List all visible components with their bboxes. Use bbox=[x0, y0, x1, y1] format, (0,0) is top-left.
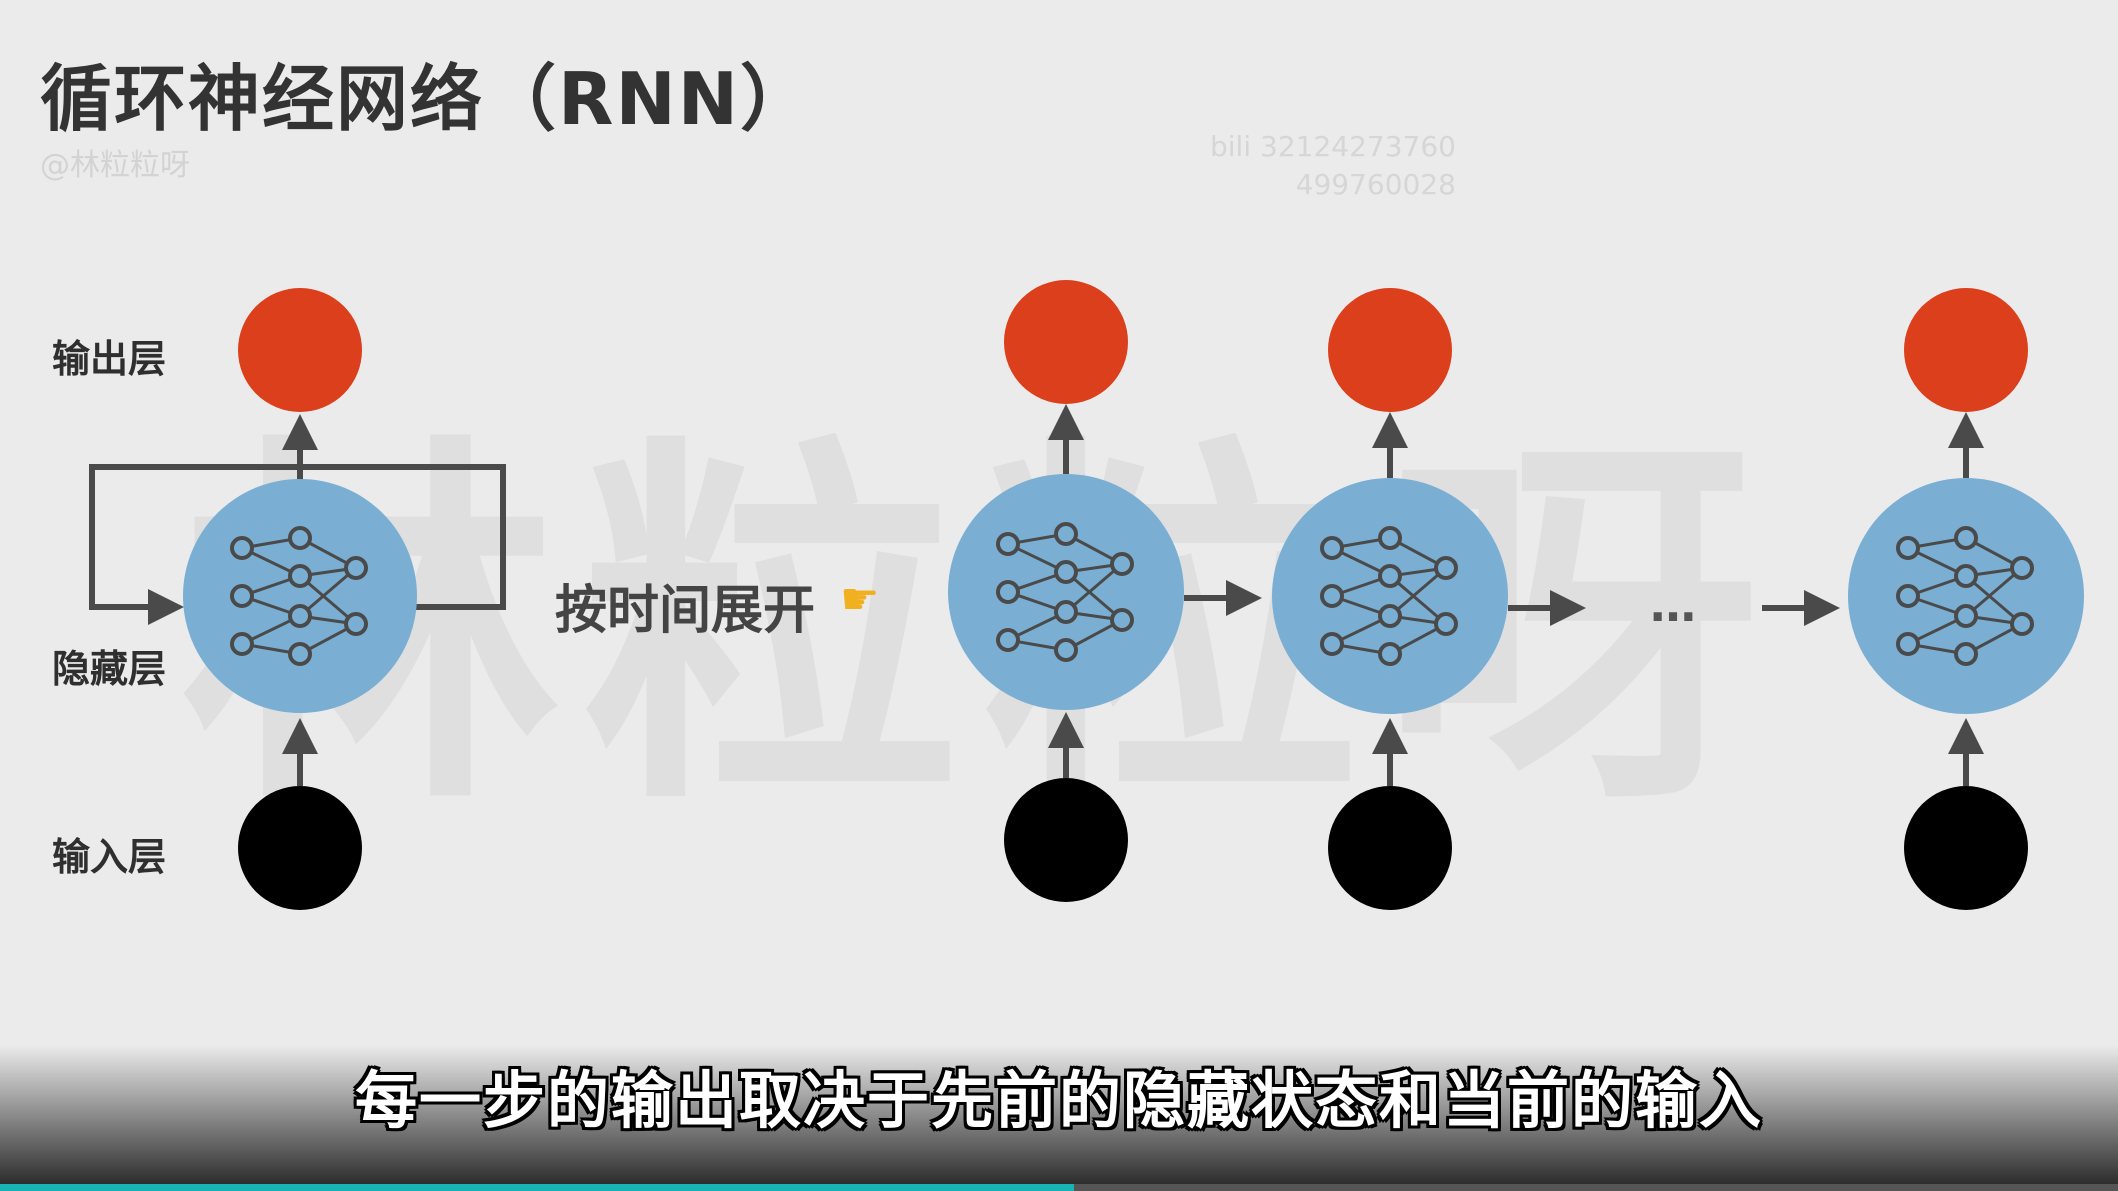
output-node bbox=[1328, 288, 1452, 412]
input-layer-label: 输入层 bbox=[52, 835, 167, 879]
progress-fill bbox=[0, 1184, 1074, 1191]
subtitle: 每一步的输出取决于先前的隐藏状态和当前的输入 bbox=[354, 1064, 1763, 1137]
output-layer-label: 输出层 bbox=[52, 337, 167, 381]
output-node bbox=[1904, 288, 2028, 412]
output-node bbox=[238, 288, 362, 412]
slide-title: 循环神经网络（RNN） bbox=[40, 57, 814, 141]
progress-bar[interactable] bbox=[0, 1184, 2118, 1191]
ellipsis: … bbox=[1650, 578, 1696, 632]
input-node bbox=[238, 786, 362, 910]
input-node bbox=[1904, 786, 2028, 910]
platform-id-line1: bili 32124273760 bbox=[1210, 130, 1456, 163]
hidden-node bbox=[1848, 478, 2084, 714]
hidden-node bbox=[1272, 478, 1508, 714]
unrolled-step-1 bbox=[948, 280, 1184, 902]
input-node bbox=[1004, 778, 1128, 902]
author-handle: @林粒粒呀 bbox=[40, 148, 190, 183]
folded-rnn bbox=[89, 288, 506, 910]
platform-id-line2: 499760028 bbox=[1295, 168, 1456, 201]
hidden-node bbox=[183, 479, 417, 713]
platform-id: bili 32124273760 499760028 bbox=[1210, 128, 1456, 204]
hidden-node bbox=[948, 474, 1184, 710]
unfold-label: 按时间展开 bbox=[555, 581, 816, 641]
pointing-hand-icon: ☛ bbox=[840, 574, 880, 625]
output-node bbox=[1004, 280, 1128, 404]
unrolled-step-2 bbox=[1272, 288, 1508, 910]
hidden-layer-label: 隐藏层 bbox=[52, 647, 167, 691]
input-node bbox=[1328, 786, 1452, 910]
unrolled-step-n bbox=[1848, 288, 2084, 910]
recurrent-loop-line bbox=[300, 464, 506, 610]
subtitle-backdrop bbox=[0, 1045, 2118, 1191]
